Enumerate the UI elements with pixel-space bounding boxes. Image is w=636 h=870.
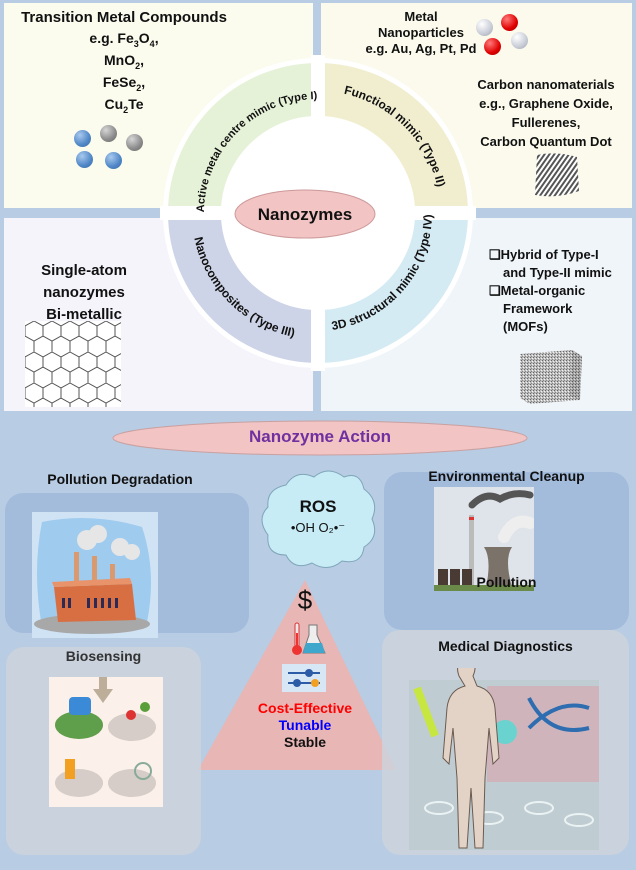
tunable-sliders-icon <box>282 664 326 692</box>
example-fe3o4: e.g. Fe3O4, <box>89 30 159 49</box>
prop-tunable: Tunable <box>278 717 332 733</box>
thermometer-flask-icon <box>292 622 326 655</box>
prop-cost-effective: Cost-Effective <box>257 700 353 716</box>
power-plant-icon <box>434 487 534 591</box>
arc-segment-type3 <box>168 213 318 363</box>
metal-line2: Nanoparticles <box>378 25 464 40</box>
biosensing-title: Biosensing <box>65 648 142 664</box>
metal-line3: e.g. Au, Ag, Pt, Pd <box>365 41 477 56</box>
prop-stable: Stable <box>283 734 326 750</box>
nanozyme-action-banner <box>112 420 528 456</box>
porous-cube-icon <box>520 350 582 404</box>
carbon-line4: Carbon Quantum Dot <box>480 134 612 149</box>
bullet-hybrid: ❑Hybrid of Type-I <box>489 247 599 262</box>
checkbox-bullet-icon: ❑ <box>489 283 501 298</box>
pollution-degradation-title: Pollution Degradation <box>47 471 193 487</box>
ros-species: •OH O₂•⁻ <box>290 520 346 535</box>
pollution-degradation-box <box>5 493 249 638</box>
example-mno2: MnO2, <box>103 52 144 71</box>
nanozyme-classification-ring: Active metal centre mimic (Type I) Funct… <box>160 55 476 371</box>
nanozymes-center-ellipse <box>234 189 376 239</box>
medical-diagnostics-illustration-icon <box>409 668 599 850</box>
environmental-cleanup-title: Environmental Cleanup <box>428 468 585 484</box>
panel-title: Transition Metal Compounds <box>21 9 227 26</box>
bullet-mof: ❑Metal-organic <box>489 283 586 298</box>
example-cu2te: Cu2Te <box>104 96 144 115</box>
center-label: Nanozymes <box>258 205 352 224</box>
bullet-hybrid-cont: and Type-II mimic <box>503 265 612 280</box>
single-atom-line2: nanozymes <box>43 284 125 301</box>
arc-segment-type4 <box>318 213 468 363</box>
hexagonal-lattice-icon <box>25 321 121 407</box>
example-fese2: FeSe2, <box>102 74 146 93</box>
ros-title: ROS <box>299 497 337 516</box>
carbon-line3: Fullerenes, <box>511 115 581 130</box>
graphene-sheet-icon <box>535 153 579 197</box>
factory-icon <box>32 512 158 638</box>
carbon-line1: Carbon nanomaterials <box>477 77 615 92</box>
environmental-cleanup-caption: Pollution <box>476 574 537 590</box>
biosensing-illustration-icon <box>49 677 163 807</box>
dollar-icon: $ <box>297 585 313 615</box>
ros-cloud <box>261 470 376 568</box>
bullet-mof-cont1: Framework <box>503 301 573 316</box>
arc-segment-type2 <box>318 63 468 213</box>
checkbox-bullet-icon: ❑ <box>489 247 501 262</box>
metal-line1: Metal <box>404 9 438 24</box>
single-atom-line1: Single-atom <box>41 262 127 279</box>
banner-title: Nanozyme Action <box>248 427 391 446</box>
single-atom-line3: Bi-metallic <box>46 306 122 323</box>
carbon-line2: e.g., Graphene Oxide, <box>479 96 613 111</box>
medical-diagnostics-title: Medical Diagnostics <box>438 638 573 654</box>
bullet-mof-cont2: (MOFs) <box>503 319 548 334</box>
arc-segment-type1 <box>168 63 318 213</box>
